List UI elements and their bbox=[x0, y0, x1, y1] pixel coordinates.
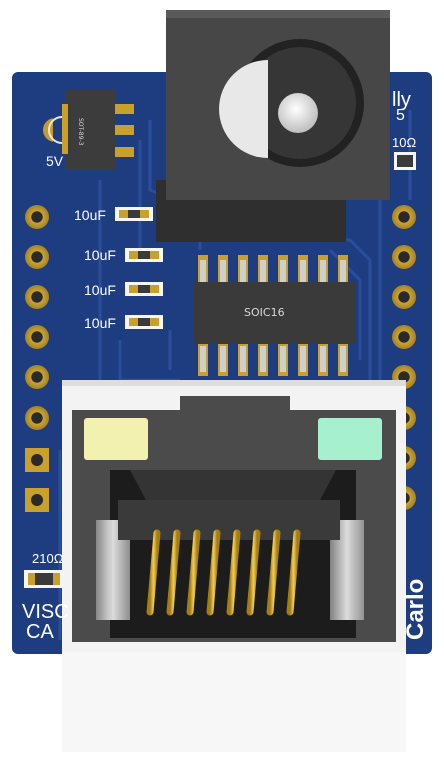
silk-left-bottom-1: VISC bbox=[22, 601, 69, 623]
resistor-right-label: 10Ω bbox=[392, 135, 417, 150]
resistor-right-top bbox=[394, 152, 416, 170]
ic-label: SOIC16 bbox=[244, 306, 285, 319]
cap-label-1: 10uF bbox=[74, 207, 106, 223]
silk-right-top-2: 5 bbox=[396, 107, 405, 124]
resistor-left-label: 210Ω bbox=[32, 551, 64, 566]
regulator-label: SOT-89-3 bbox=[77, 118, 84, 146]
silk-right-top-1: lly bbox=[392, 89, 411, 111]
cap-label-2: 10uF bbox=[84, 247, 116, 263]
cap-label-3: 10uF bbox=[84, 282, 116, 298]
header-pads-left bbox=[25, 205, 49, 512]
dc-barrel-jack bbox=[156, 10, 390, 242]
rj45-contacts bbox=[146, 529, 301, 616]
silk-right-edge: Carlo bbox=[402, 578, 429, 640]
cap-label-4: 10uF bbox=[84, 315, 116, 331]
resistor-left-bottom bbox=[24, 570, 64, 588]
silk-left-bottom-2: CA bbox=[26, 621, 54, 643]
label-5v: 5V bbox=[46, 153, 64, 169]
rj45-jack bbox=[62, 380, 406, 752]
voltage-regulator bbox=[62, 90, 134, 170]
smd-capacitors bbox=[115, 207, 163, 329]
soic16-chip bbox=[194, 255, 356, 376]
